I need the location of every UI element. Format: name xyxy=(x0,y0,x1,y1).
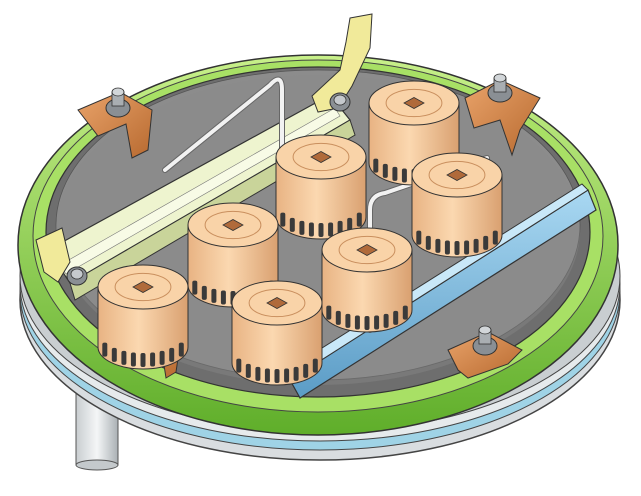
bracket-icon xyxy=(447,325,523,379)
yellow-tab-left xyxy=(35,227,71,283)
caps-group xyxy=(97,80,503,386)
bracket-icon xyxy=(77,87,153,159)
cap-icon xyxy=(275,134,367,240)
bracket-icon xyxy=(464,73,541,157)
cap-icon xyxy=(321,227,413,333)
bolt-icon xyxy=(329,92,351,112)
wire-icon xyxy=(367,155,490,333)
bolt-icon xyxy=(66,266,88,286)
cap-icon xyxy=(97,264,189,370)
cap-icon xyxy=(231,280,323,386)
yellow-tab-top xyxy=(311,13,373,113)
cap-icon xyxy=(411,152,503,258)
wire-icon xyxy=(162,76,285,173)
